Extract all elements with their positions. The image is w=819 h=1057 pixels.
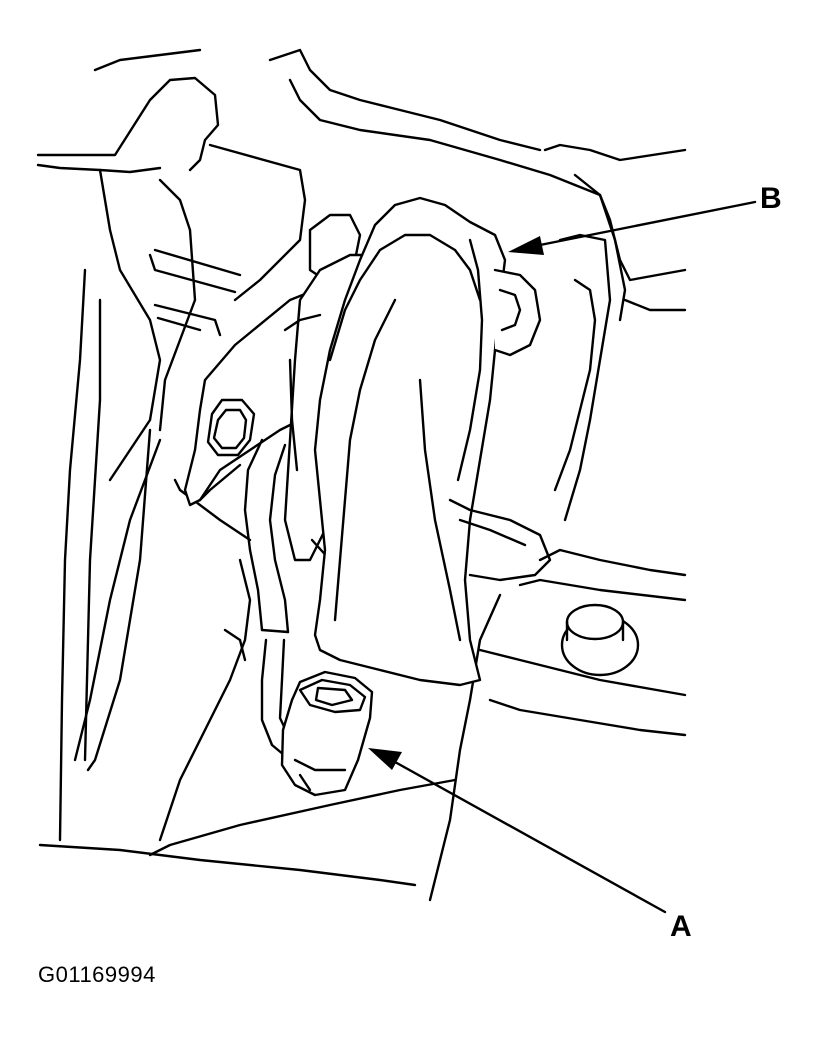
sensor-wire: [243, 438, 292, 762]
plate-bolt: [560, 603, 640, 677]
arrowhead-a-icon: [368, 748, 402, 770]
sensor-a-connector: [280, 670, 374, 797]
sensor-b-body: [313, 196, 552, 687]
callout-b-leader: [508, 200, 757, 255]
arrowhead-b-icon: [508, 236, 544, 255]
hex-bolt-icon: [206, 398, 256, 457]
figure-id: G01169994: [38, 962, 156, 987]
callout-a-leader: [368, 748, 667, 914]
engine-background-outlines: [36, 48, 687, 902]
callout-label-b: B: [760, 182, 782, 215]
callout-label-a: A: [670, 910, 692, 943]
